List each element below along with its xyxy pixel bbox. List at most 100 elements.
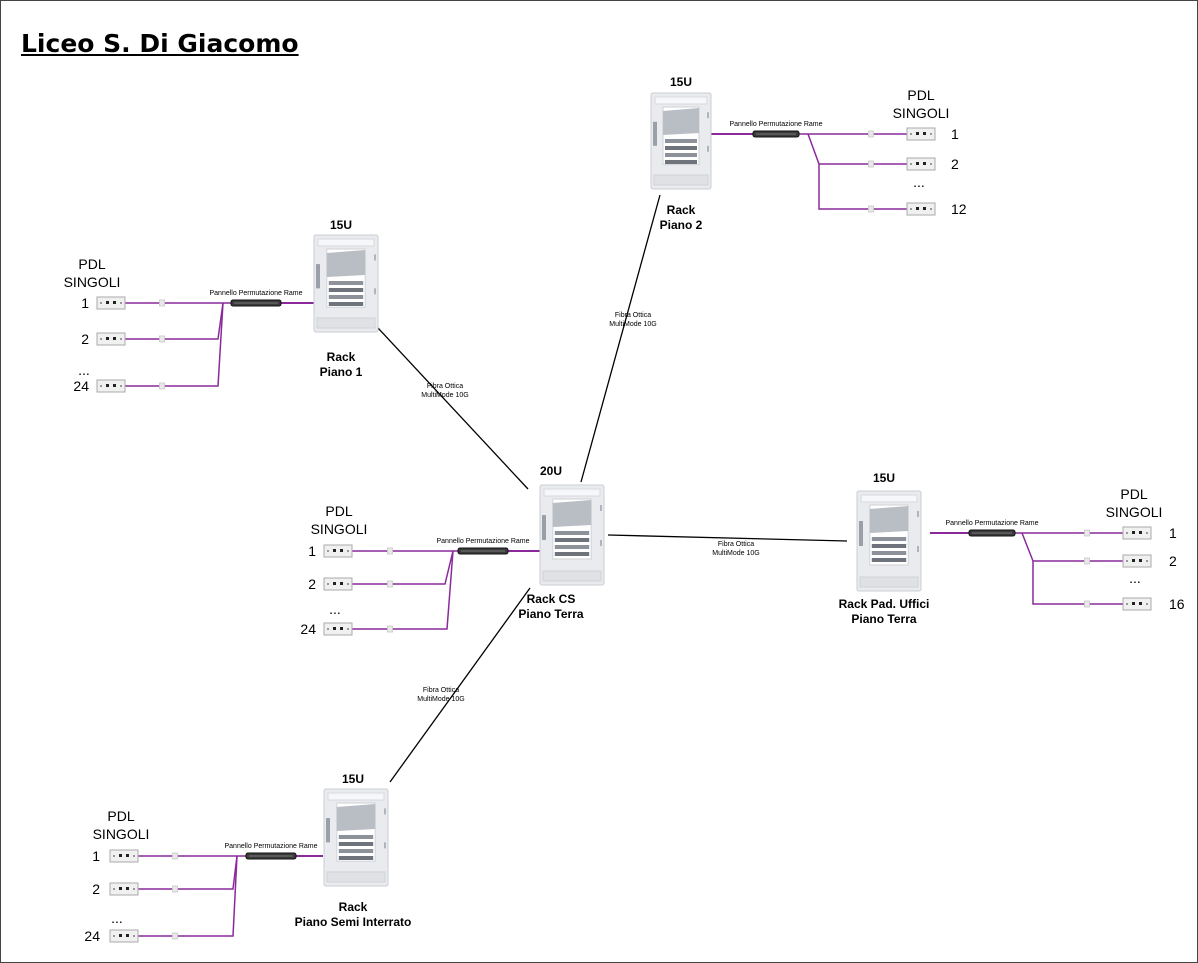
rack-window-shade <box>336 804 376 831</box>
outlet-dot <box>100 385 102 387</box>
outlet-dot <box>910 133 912 135</box>
rack-icon <box>323 788 389 887</box>
outlet-plate <box>109 929 139 943</box>
rack-top <box>317 238 375 247</box>
patch-panel-label: Pannello Permutazione Rame <box>437 538 530 545</box>
pdl-outlet-icon <box>96 379 126 393</box>
rack-handle <box>326 818 330 843</box>
rack-top <box>327 792 385 801</box>
rack-icon <box>856 490 922 592</box>
rack-unit <box>328 281 364 285</box>
pdl-outlet-icon <box>906 202 936 216</box>
rack-hinge <box>917 511 919 517</box>
patch-panel-label: Pannello Permutazione Rame <box>946 520 1039 527</box>
copper-line <box>125 302 224 340</box>
pdl-group-label: PDL <box>107 808 134 824</box>
pdl-number: 16 <box>1169 596 1185 612</box>
outlet-port <box>126 934 129 937</box>
outlet-plate <box>323 622 353 636</box>
fiber-label-uffici: MultiMode 10G <box>712 550 759 557</box>
cable-connector <box>1084 529 1090 537</box>
outlet-port <box>1132 602 1135 605</box>
fiber-label-uffici: Fibra Ottica <box>718 541 754 548</box>
outlet-port <box>1139 559 1142 562</box>
rack-unit <box>871 551 907 555</box>
rack-hinge <box>384 808 386 815</box>
outlet-port <box>126 887 129 890</box>
fiber-link-piano1 <box>377 327 529 490</box>
rack-unit <box>554 531 590 535</box>
rack-name: Rack <box>327 350 356 364</box>
outlet-plate <box>109 882 139 896</box>
rack-units-label: 15U <box>670 75 692 89</box>
outlet-port <box>916 162 919 165</box>
outlet-port <box>333 549 336 552</box>
outlet-dot <box>930 208 932 210</box>
cable-connector <box>868 160 874 168</box>
pdl-group-label: SINGOLI <box>1106 504 1163 520</box>
rack-icon <box>313 234 379 333</box>
rack-base <box>653 174 709 186</box>
outlet-port <box>333 627 336 630</box>
outlet-dot <box>930 163 932 165</box>
pdl-group-label: PDL <box>907 87 934 103</box>
outlet-port <box>916 207 919 210</box>
outlet-plate <box>96 332 126 346</box>
rack-unit <box>554 538 590 542</box>
outlet-dot <box>1126 560 1128 562</box>
cable-connector <box>159 299 165 307</box>
outlet-dot <box>1126 603 1128 605</box>
rack-handle <box>859 521 863 546</box>
fiber-label-piano1: MultiMode 10G <box>421 392 468 399</box>
cable-connector <box>172 852 178 860</box>
rack-unit <box>328 288 364 292</box>
rack-base <box>859 576 919 588</box>
rack-top <box>654 96 708 105</box>
copper-line <box>807 133 907 210</box>
outlet-port <box>340 549 343 552</box>
outlet-dot <box>113 935 115 937</box>
pdl-outlet-icon <box>906 157 936 171</box>
rack-window-shade <box>552 500 592 527</box>
rack-window-shade <box>869 506 909 533</box>
outlet-dot <box>347 583 349 585</box>
fiber-link-semi <box>389 587 531 783</box>
cable-connector <box>868 205 874 213</box>
rack-top <box>860 494 918 503</box>
pdl-number: 2 <box>951 156 959 172</box>
copper-line <box>352 550 454 585</box>
outlet-dot <box>1126 532 1128 534</box>
rack-handle <box>653 121 657 146</box>
pdl-outlet-icon <box>1122 597 1152 611</box>
pdl-number: 12 <box>951 201 967 217</box>
copper-line <box>138 855 238 937</box>
rack-hinge <box>707 145 709 152</box>
outlet-plate <box>1122 526 1152 540</box>
rack-hinge <box>707 112 709 119</box>
cable-connector <box>159 382 165 390</box>
copper-line <box>125 302 224 387</box>
outlet-dot <box>120 302 122 304</box>
outlet-dot <box>327 628 329 630</box>
outlet-port <box>1132 559 1135 562</box>
outlet-dot <box>1146 560 1148 562</box>
outlet-dot <box>1146 532 1148 534</box>
pdl-ellipsis: ... <box>111 910 123 926</box>
outlet-port <box>119 887 122 890</box>
rack-location: Piano 2 <box>660 218 703 232</box>
fiber-label-piano2: MultiMode 10G <box>609 321 656 328</box>
cable-connector <box>868 130 874 138</box>
rack-handle <box>542 515 546 540</box>
outlet-plate <box>1122 554 1152 568</box>
pdl-ellipsis: ... <box>329 601 341 617</box>
outlet-port <box>1132 531 1135 534</box>
fiber-label-piano2: Fibra Ottica <box>615 312 651 319</box>
rack-name: Rack <box>667 203 696 217</box>
rack-unit <box>554 545 590 549</box>
outlet-dot <box>133 935 135 937</box>
cable-connector <box>387 625 393 633</box>
outlet-port <box>923 162 926 165</box>
rack-icon <box>650 92 712 190</box>
rack-hinge <box>384 842 386 849</box>
